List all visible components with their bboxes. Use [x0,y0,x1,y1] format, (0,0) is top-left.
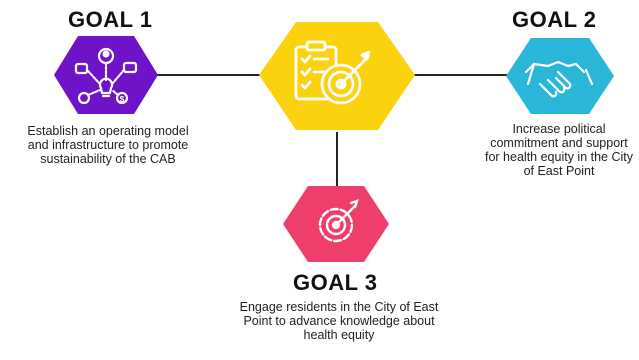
goal1-title: GOAL 1 [68,7,153,32]
checklist-target-icon [294,40,371,105]
goal2-title: GOAL 2 [512,7,597,32]
svg-text:$: $ [120,95,125,104]
goal3-title: GOAL 3 [293,270,378,295]
goal3-description: Engage residents in the City of East Poi… [239,300,439,342]
goal2-description: Increase political commitment and suppor… [485,122,633,178]
handshake-icon [524,60,594,98]
network-people-icon: $ [74,47,138,105]
target-icon [318,199,359,243]
goal1-description: Establish an operating model and infrast… [27,124,189,166]
